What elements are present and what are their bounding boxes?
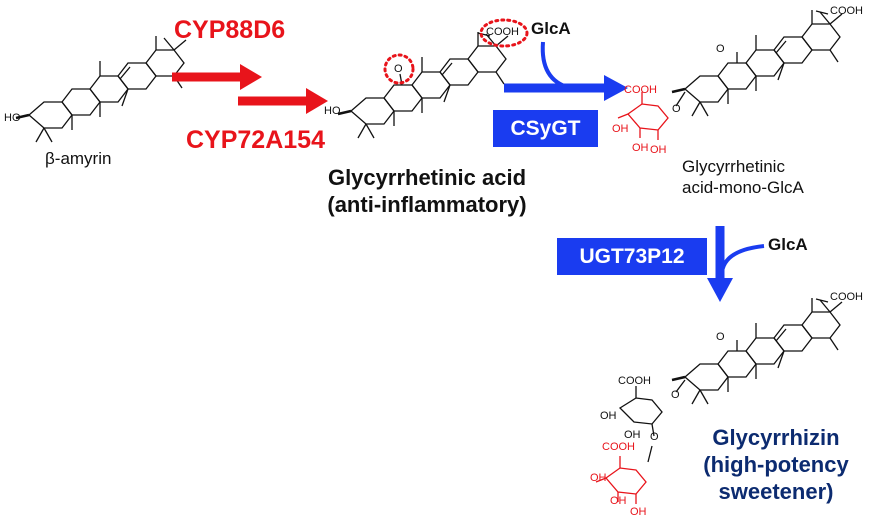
glycyrrhizin-structure bbox=[595, 296, 844, 505]
ketone-oxygen-label: O bbox=[716, 43, 725, 55]
carboxyl-label: COOH bbox=[618, 375, 651, 387]
glycyrrhizin-label: Glycyrrhizin (high-potency sweetener) bbox=[676, 424, 876, 505]
csygt-enzyme-box: CSyGT bbox=[493, 110, 598, 147]
mono-glca-name-line2: acid-mono-GlcA bbox=[682, 178, 804, 197]
hydroxyl-label: OH bbox=[612, 123, 629, 135]
hydroxyl-label: OH bbox=[632, 142, 649, 154]
carboxyl-label: COOH bbox=[486, 26, 519, 38]
glycyrrhetinic-acid-activity: (anti-inflammatory) bbox=[327, 192, 527, 217]
glca-donor-label: GlcA bbox=[768, 235, 808, 254]
ketone-oxygen-label: O bbox=[394, 63, 403, 75]
hydroxyl-label: OH bbox=[630, 506, 647, 518]
glycosidic-oxygen-label: O bbox=[650, 431, 659, 443]
hydroxyl-label: OH bbox=[590, 472, 607, 484]
glycyrrhetinic-acid-label: Glycyrrhetinic acid (anti-inflammatory) bbox=[315, 164, 539, 218]
csygt-arrow bbox=[504, 41, 628, 101]
glycyrrhizin-name: Glycyrrhizin bbox=[712, 425, 840, 450]
hydroxyl-label: OH bbox=[624, 429, 641, 441]
carboxyl-label: COOH bbox=[830, 5, 863, 17]
carboxyl-label: COOH bbox=[830, 291, 863, 303]
carboxyl-label: COOH bbox=[602, 441, 635, 453]
mono-glca-name-line1: Glycyrrhetinic bbox=[682, 157, 785, 176]
hydroxyl-label: OH bbox=[650, 144, 667, 156]
hydroxyl-label: OH bbox=[600, 410, 617, 422]
cyp-arrows bbox=[172, 64, 328, 114]
glycyrrhizin-activity-line1: (high-potency bbox=[703, 452, 849, 477]
glycosidic-oxygen-label: O bbox=[671, 389, 680, 401]
ugt73p12-enzyme-box: UGT73P12 bbox=[557, 238, 707, 275]
glycyrrhizin-activity-line2: sweetener) bbox=[718, 479, 834, 504]
hydroxyl-label: HO bbox=[324, 105, 341, 117]
beta-amyrin-structure bbox=[14, 34, 188, 144]
hydroxyl-label: HO bbox=[4, 112, 21, 124]
cyp88d6-label: CYP88D6 bbox=[174, 16, 286, 44]
glca-donor-label: GlcA bbox=[531, 19, 571, 38]
mono-glca-label: Glycyrrhetinic acid-mono-GlcA bbox=[682, 156, 804, 198]
ketone-oxygen-label: O bbox=[716, 331, 725, 343]
cyp72a154-label: CYP72A154 bbox=[186, 126, 325, 154]
glycyrrhetinic-acid-structure bbox=[336, 18, 529, 140]
ugt-arrow bbox=[707, 226, 765, 302]
beta-amyrin-label: β-amyrin bbox=[45, 149, 112, 168]
hydroxyl-label: OH bbox=[610, 495, 627, 507]
carboxyl-label: COOH bbox=[624, 84, 657, 96]
glycyrrhetinic-acid-name: Glycyrrhetinic acid bbox=[327, 165, 527, 190]
glycosidic-oxygen-label: O bbox=[672, 103, 681, 115]
mono-glca-structure bbox=[617, 8, 844, 141]
